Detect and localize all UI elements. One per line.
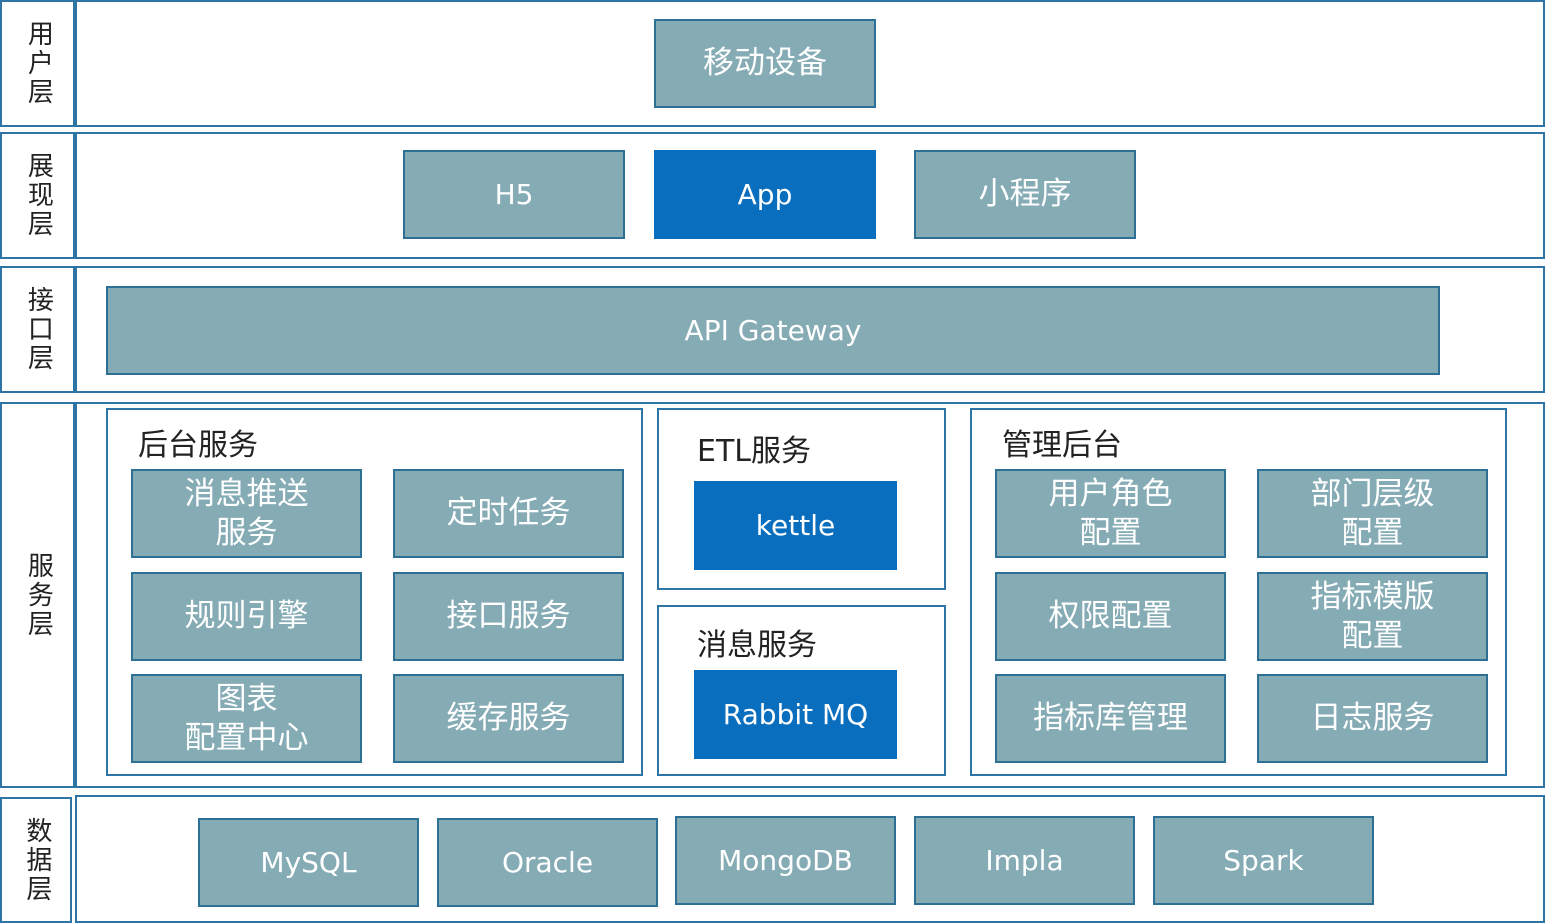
admin-item: 指标库管理 xyxy=(995,674,1226,763)
backend-service-item: 缓存服务 xyxy=(393,674,624,763)
backend-service-item: 消息推送 服务 xyxy=(131,469,362,558)
admin-item: 权限配置 xyxy=(995,572,1226,661)
admin-item: 部门层级 配置 xyxy=(1257,469,1488,558)
kettle-node: kettle xyxy=(694,481,897,570)
db-node-spark: Spark xyxy=(1153,816,1374,905)
etl-service-title: ETL服务 xyxy=(697,434,811,469)
admin-item: 用户角色 配置 xyxy=(995,469,1226,558)
rabbitmq-node: Rabbit MQ xyxy=(694,670,897,759)
admin-console-title: 管理后台 xyxy=(1002,428,1122,463)
layer-label-data: 数据层 xyxy=(0,797,72,923)
db-node-impla: Impla xyxy=(914,816,1135,905)
api-gateway-node: API Gateway xyxy=(106,286,1440,375)
db-node-mongodb: MongoDB xyxy=(675,816,896,905)
backend-service-item: 接口服务 xyxy=(393,572,624,661)
backend-services-title: 后台服务 xyxy=(138,428,258,463)
admin-item: 日志服务 xyxy=(1257,674,1488,763)
layer-label-service: 服务层 xyxy=(0,402,75,788)
h5-node: H5 xyxy=(403,150,625,239)
layer-label-interface: 接口层 xyxy=(0,266,75,393)
mini-program-node: 小程序 xyxy=(914,150,1136,239)
layer-label-user: 用户层 xyxy=(0,0,75,127)
backend-service-item: 定时任务 xyxy=(393,469,624,558)
db-node-mysql: MySQL xyxy=(198,818,419,907)
mobile-device-node: 移动设备 xyxy=(654,19,876,108)
message-service-title: 消息服务 xyxy=(697,628,817,663)
app-node: App xyxy=(654,150,876,239)
backend-service-item: 规则引擎 xyxy=(131,572,362,661)
backend-service-item: 图表 配置中心 xyxy=(131,674,362,763)
layer-label-presentation: 展现层 xyxy=(0,132,75,259)
admin-item: 指标模版 配置 xyxy=(1257,572,1488,661)
db-node-oracle: Oracle xyxy=(437,818,658,907)
